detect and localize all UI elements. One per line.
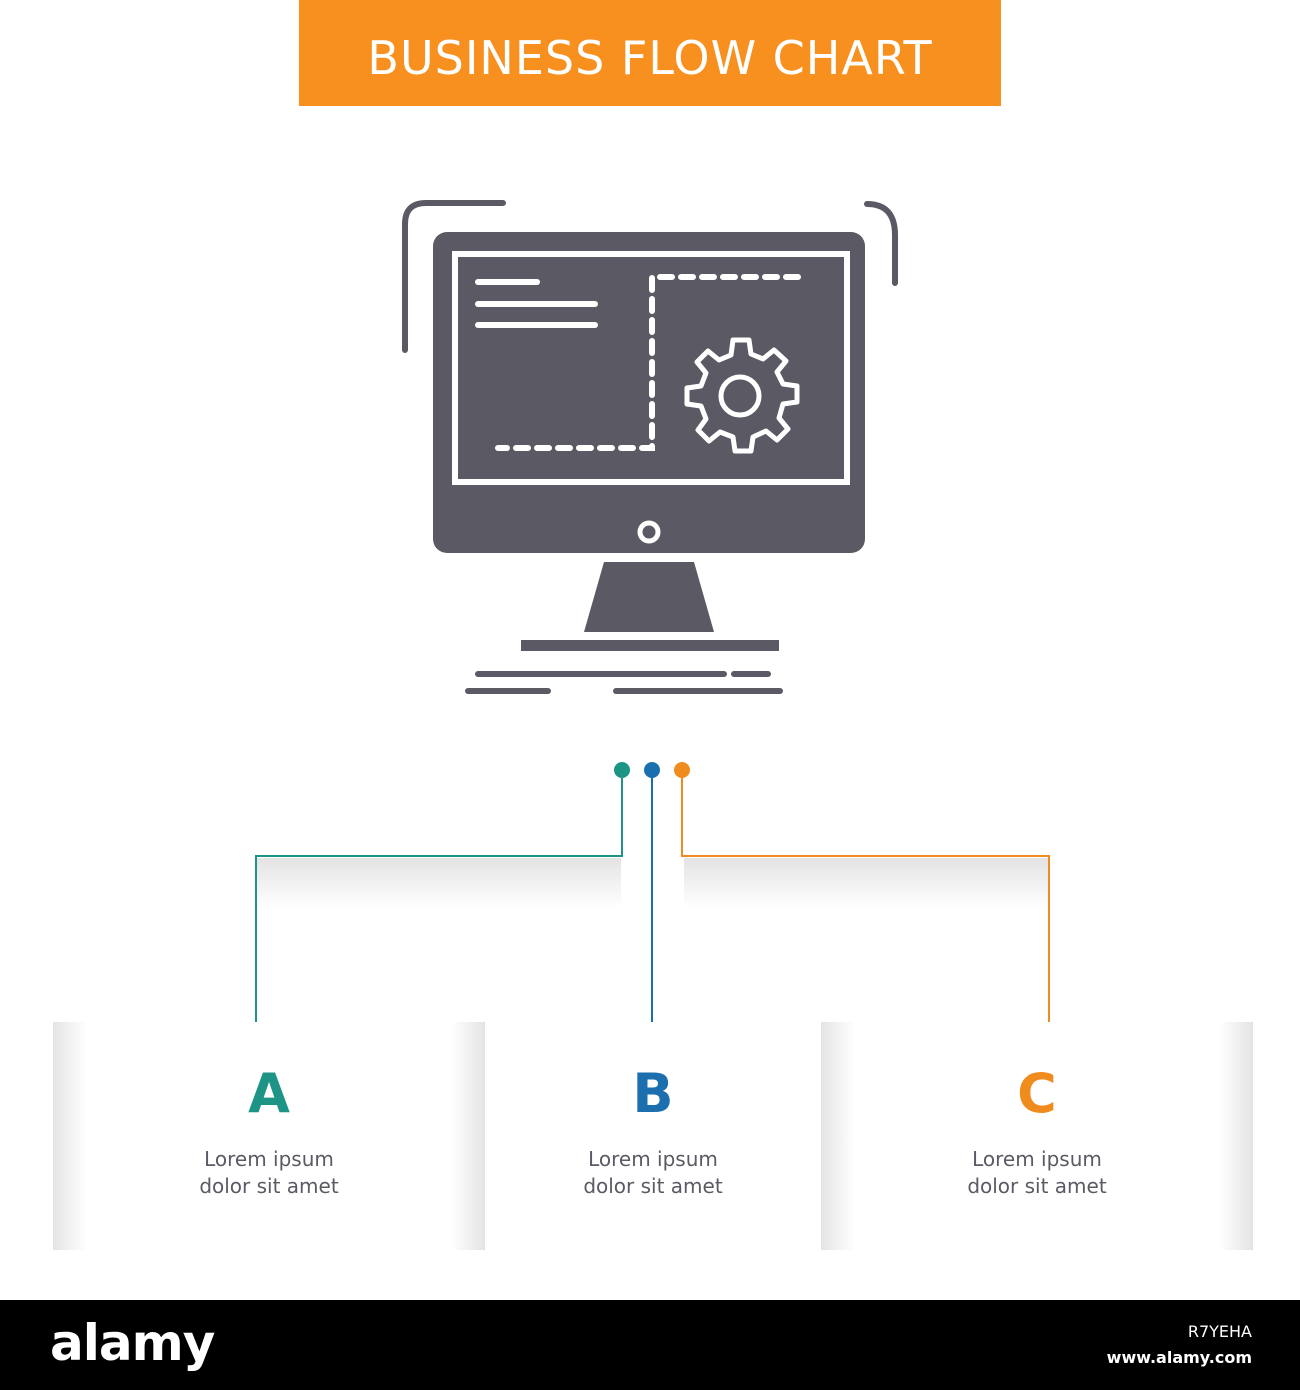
- step-panel-c: C Lorem ipsum dolor sit amet: [821, 1022, 1253, 1250]
- branch-shadow-left: [257, 858, 621, 908]
- step-letter-c: C: [1017, 1062, 1057, 1125]
- footer-image-id: R7YEHA: [1187, 1322, 1252, 1341]
- chart-title: BUSINESS FLOW CHART: [367, 31, 933, 85]
- dot-c: [674, 762, 690, 778]
- footer-logo: alamy: [50, 1314, 215, 1372]
- dot-a: [614, 762, 630, 778]
- step-description-c: Lorem ipsum dolor sit amet: [967, 1147, 1107, 1198]
- footer-url: www.alamy.com: [1106, 1348, 1252, 1367]
- monitor-gear-icon: [402, 200, 898, 694]
- step-panel-a: A Lorem ipsum dolor sit amet: [53, 1022, 485, 1250]
- step-letter-b: B: [632, 1062, 674, 1125]
- title-banner: BUSINESS FLOW CHART: [299, 0, 1001, 106]
- step-panel-b: B Lorem ipsum dolor sit amet: [485, 1022, 821, 1250]
- connector-a: [255, 770, 623, 1036]
- step-description-a: Lorem ipsum dolor sit amet: [199, 1147, 339, 1198]
- connector-c: [681, 770, 1050, 1036]
- footer-bar: alamy R7YEHA www.alamy.com: [0, 1300, 1300, 1390]
- flow-connectors: [255, 762, 1050, 1036]
- branch-shadow-right: [684, 858, 1050, 908]
- dot-b: [644, 762, 660, 778]
- step-letter-a: A: [248, 1062, 290, 1125]
- step-description-b: Lorem ipsum dolor sit amet: [583, 1147, 723, 1198]
